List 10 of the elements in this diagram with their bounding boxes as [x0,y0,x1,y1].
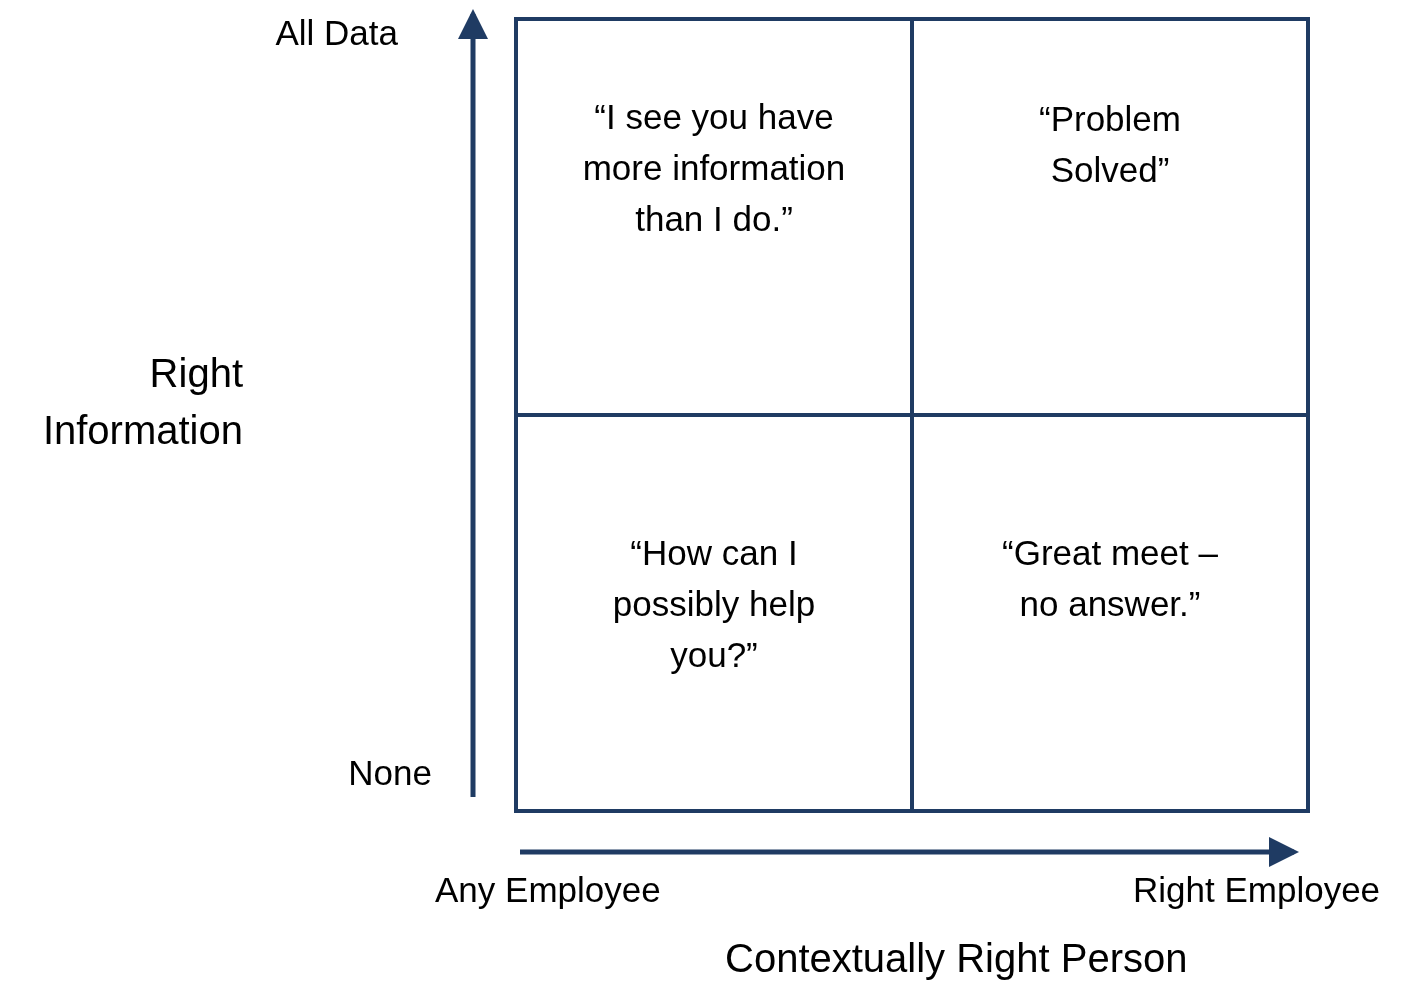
axis-end-label: Any Employee [435,869,661,911]
axis-title: Right Information [41,350,243,454]
quote-text: “Great meet – no answer.” [1001,532,1219,625]
quote-text: “I see you have more information than I do.” [581,96,847,240]
axis-end-label: All Data [275,12,398,54]
axis-end-label: Right Employee [1133,869,1381,911]
axis-end-label: None [348,752,432,794]
quote-text: “How can I possibly help you?” [611,532,817,676]
axis-title: Contextually Right Person [725,935,1188,982]
quote-text: “Problem Solved” [1038,98,1182,191]
